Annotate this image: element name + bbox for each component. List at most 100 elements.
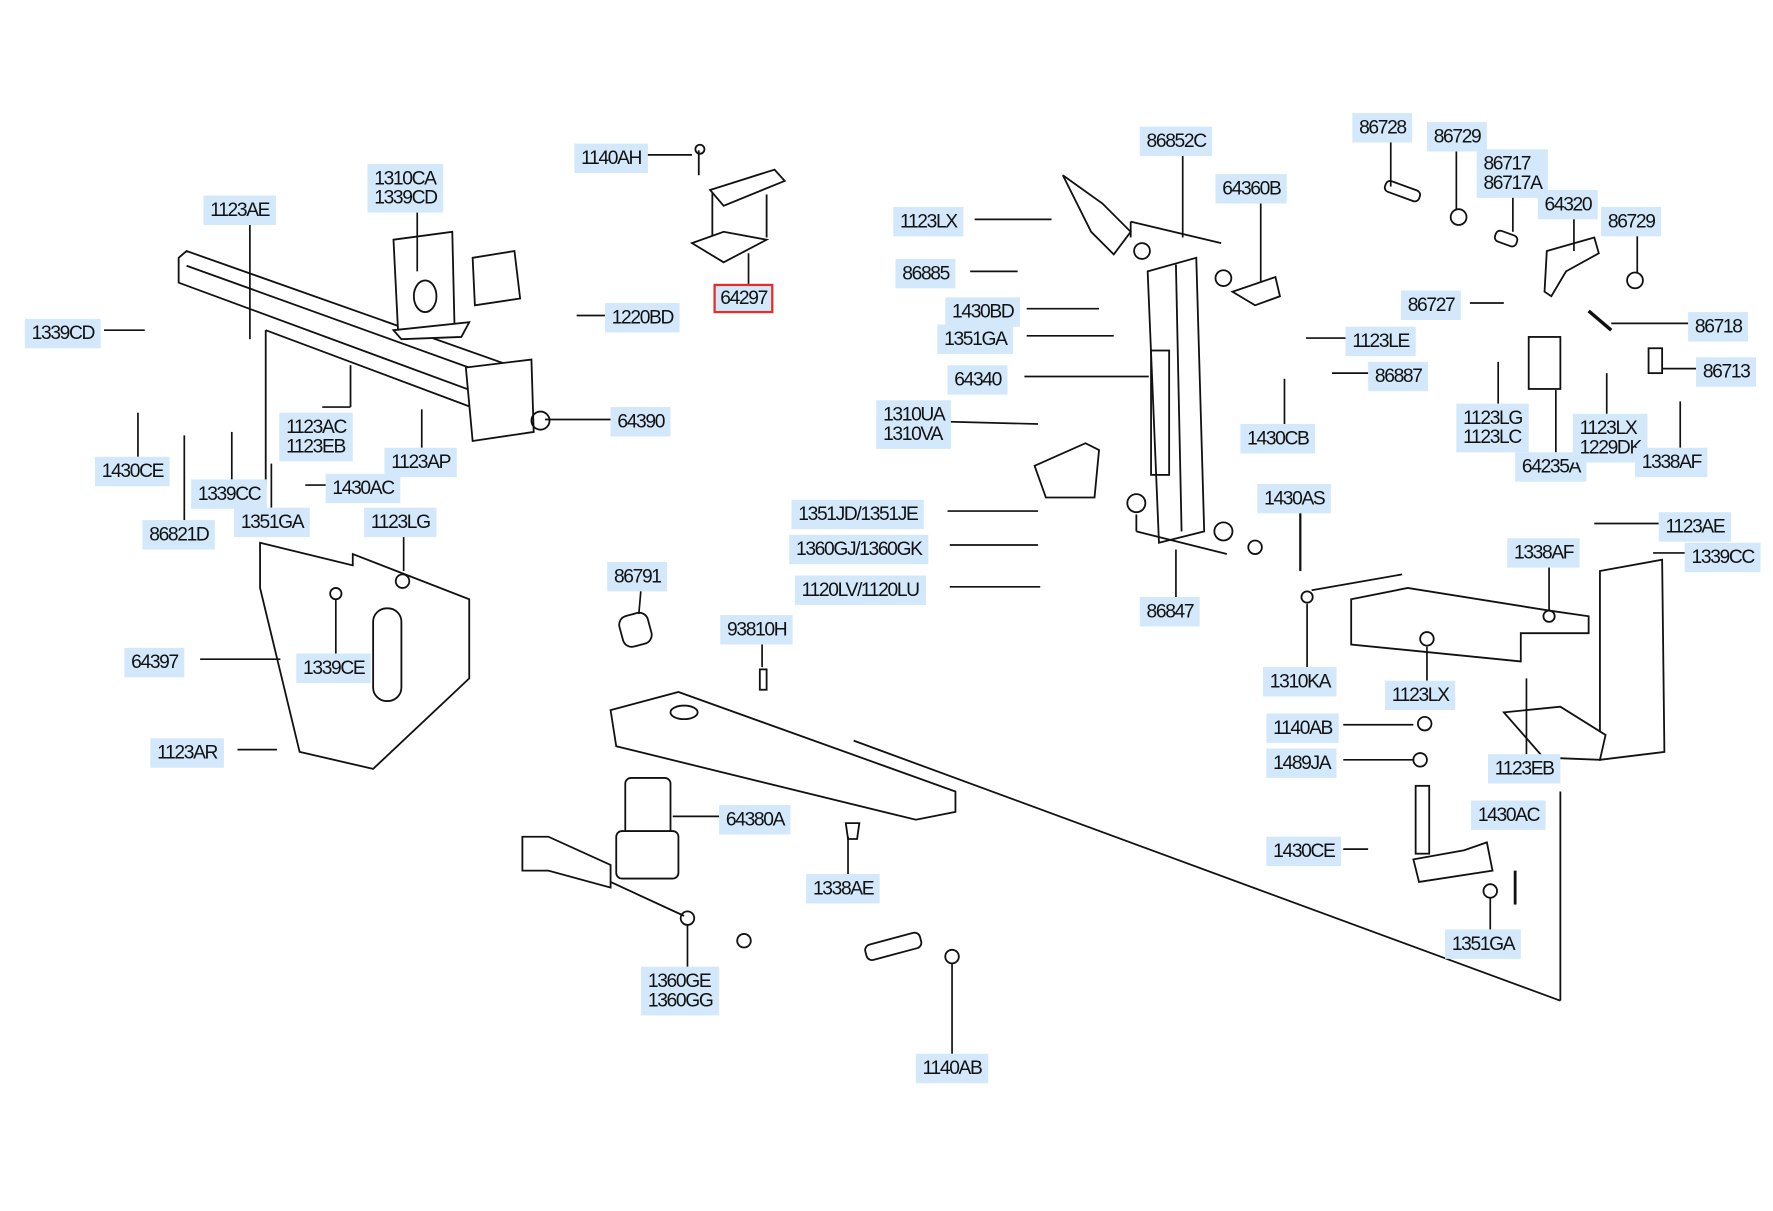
part-label-1123LX-b[interactable]: 1123LX xyxy=(1385,680,1456,711)
label-text: 86791 xyxy=(613,565,662,587)
part-label-1123AP[interactable]: 1123AP xyxy=(384,447,457,478)
label-text: 1430CE xyxy=(101,460,165,482)
part-label-86821D[interactable]: 86821D xyxy=(142,520,216,550)
part-label-1351GA[interactable]: 1351GA xyxy=(234,507,311,538)
part-label-86729[interactable]: 86729 xyxy=(1426,122,1488,152)
part-label-1140AB-b[interactable]: 1140AB xyxy=(1266,713,1339,743)
label-text: 1220BD xyxy=(611,306,675,328)
part-label-86852C[interactable]: 86852C xyxy=(1139,126,1213,157)
label-text: 1339CD xyxy=(374,186,438,209)
part-label-1338AE[interactable]: 1338AE xyxy=(806,874,881,904)
left-frame-beam xyxy=(177,230,551,487)
part-label-1123AE-b[interactable]: 1123AE xyxy=(1658,512,1732,542)
label-text: 1351JD/1351JE xyxy=(798,503,919,525)
part-label-1339CE[interactable]: 1339CE xyxy=(296,653,372,683)
label-text: 64390 xyxy=(617,410,665,432)
part-label-1220BD[interactable]: 1220BD xyxy=(604,303,680,333)
label-text: 1430CB xyxy=(1247,427,1310,449)
part-label-1430AC[interactable]: 1430AC xyxy=(325,473,401,504)
label-text: 1339CE xyxy=(303,656,366,679)
label-text: 86847 xyxy=(1146,600,1195,622)
part-label-64297-selected[interactable]: 64297 xyxy=(713,283,774,314)
label-text: 64320 xyxy=(1544,193,1593,215)
part-label-1351GA-b[interactable]: 1351GA xyxy=(937,324,1014,354)
part-label-1339CC-b[interactable]: 1339CC xyxy=(1684,542,1761,573)
label-text: 1310VA xyxy=(883,422,943,445)
part-label-86729-b[interactable]: 86729 xyxy=(1601,206,1662,237)
part-label-64360B[interactable]: 64360B xyxy=(1215,174,1288,204)
part-label-1123AR[interactable]: 1123AR xyxy=(150,738,224,768)
part-label-1123LE[interactable]: 1123LE xyxy=(1345,326,1416,357)
part-label-1351GA-c[interactable]: 1351GA xyxy=(1445,929,1522,959)
label-text: 1123EB xyxy=(286,435,346,457)
label-text: 1140AH xyxy=(581,146,642,169)
part-label-64380A[interactable]: 64380A xyxy=(719,805,791,835)
part-label-1339CC[interactable]: 1339CC xyxy=(191,479,268,509)
label-text: 1430AC xyxy=(1477,803,1541,826)
part-label-1351JD-1351JE[interactable]: 1351JD/1351JE xyxy=(791,499,925,530)
label-text: 1360GE xyxy=(647,970,712,992)
part-label-1430CE-b[interactable]: 1430CE xyxy=(1266,836,1342,867)
part-label-1140AB[interactable]: 1140AB xyxy=(915,1053,989,1084)
label-text: 1140AB xyxy=(1273,716,1333,739)
label-text: 1310UA xyxy=(883,403,946,426)
part-label-64320[interactable]: 64320 xyxy=(1537,189,1598,220)
part-label-86728[interactable]: 86728 xyxy=(1352,113,1413,143)
part-label-1430AC-b[interactable]: 1430AC xyxy=(1471,800,1546,830)
part-label-1489JA[interactable]: 1489JA xyxy=(1266,748,1338,778)
lower-beam-and-actuator xyxy=(521,611,1562,1002)
part-label-64390[interactable]: 64390 xyxy=(610,407,671,437)
label-text: 1430AC xyxy=(332,477,395,499)
part-label-86713[interactable]: 86713 xyxy=(1696,357,1757,387)
part-label-1120LV-1120LU[interactable]: 1120LV/1120LU xyxy=(794,575,926,605)
part-label-1338AF[interactable]: 1338AF xyxy=(1634,447,1708,478)
part-label-1430CB[interactable]: 1430CB xyxy=(1240,424,1316,454)
part-label-1123LG[interactable]: 1123LG xyxy=(364,507,437,538)
label-text: 1338AF xyxy=(1641,451,1703,473)
part-label-1123EB[interactable]: 1123EB xyxy=(1488,754,1561,784)
part-label-1140AH[interactable]: 1140AH xyxy=(574,143,648,173)
part-label-1310KA[interactable]: 1310KA xyxy=(1262,667,1337,697)
label-text: 86717 xyxy=(1483,152,1531,175)
label-text: 1123LX xyxy=(900,210,958,232)
label-text: 64340 xyxy=(954,368,1002,391)
label-text: 86729 xyxy=(1433,125,1482,147)
label-text: 1338AF xyxy=(1514,541,1575,564)
part-label-86887[interactable]: 86887 xyxy=(1368,361,1429,392)
part-64340-column xyxy=(1033,174,1282,555)
part-label-64235A[interactable]: 64235A xyxy=(1515,452,1587,482)
part-label-64397[interactable]: 64397 xyxy=(124,647,185,678)
part-label-1123AE[interactable]: 1123AE xyxy=(203,195,276,226)
label-text: 1123LC xyxy=(1463,426,1522,448)
part-label-1430BD[interactable]: 1430BD xyxy=(945,297,1021,327)
label-text: 86727 xyxy=(1407,293,1456,316)
part-label-86718[interactable]: 86718 xyxy=(1688,312,1749,342)
part-label-86847[interactable]: 86847 xyxy=(1139,597,1200,627)
part-label-64340[interactable]: 64340 xyxy=(947,365,1008,395)
part-label-86791[interactable]: 86791 xyxy=(607,561,668,592)
part-label-1339CD[interactable]: 1339CD xyxy=(24,318,101,349)
part-label-1123LX[interactable]: 1123LX xyxy=(893,206,964,237)
label-text: 86852C xyxy=(1146,130,1208,152)
part-label-93810H[interactable]: 93810H xyxy=(720,615,794,645)
part-64297-bracket xyxy=(689,143,787,264)
part-label-1430AS[interactable]: 1430AS xyxy=(1257,483,1332,514)
label-text: 1123LX xyxy=(1579,417,1638,439)
part-label-1430CE[interactable]: 1430CE xyxy=(94,456,170,487)
part-label-1338AF-b[interactable]: 1338AF xyxy=(1507,538,1580,568)
part-label-86727[interactable]: 86727 xyxy=(1400,290,1462,320)
part-label-86885[interactable]: 86885 xyxy=(895,258,956,289)
part-label-1360GJ-1360GK[interactable]: 1360GJ/1360GK xyxy=(789,534,929,565)
label-text: 64297 xyxy=(720,287,768,309)
label-text: 1430CE xyxy=(1273,840,1336,862)
label-text: 1140AB xyxy=(922,1057,983,1079)
